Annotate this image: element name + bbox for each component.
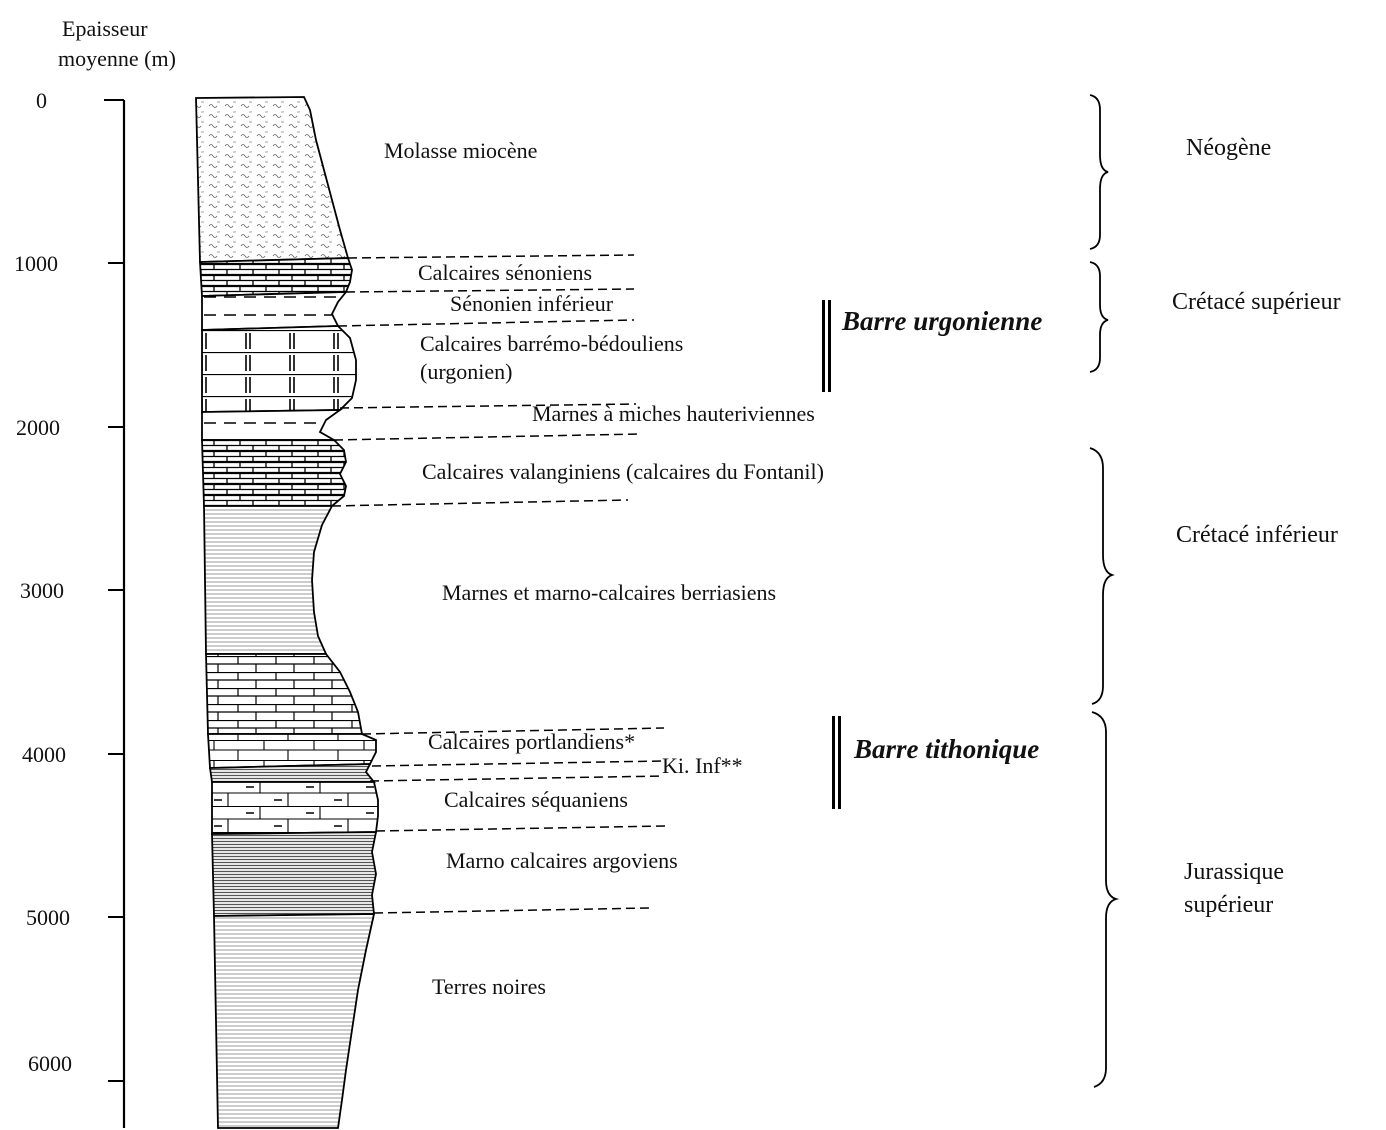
layer-label-line2: (urgonien) xyxy=(420,359,513,384)
tick-label: 4000 xyxy=(22,742,66,767)
layer-calcaires-barremo-bedouliens xyxy=(201,325,357,413)
layer-label: Marnes à miches hauteriviennes xyxy=(532,401,815,426)
boundary-line xyxy=(345,288,635,293)
layer-calcaires-valanginiens xyxy=(201,439,347,507)
period-label: Crétacé inférieur xyxy=(1176,522,1338,548)
barre-markers xyxy=(822,300,841,809)
brace-neogene xyxy=(1089,94,1109,250)
barre-tithonique-marker xyxy=(832,716,835,809)
axis-title-line1: Epaisseur xyxy=(62,16,148,41)
boundary-line xyxy=(361,727,665,735)
layer-label: Molasse miocène xyxy=(384,138,538,163)
layer-label: Calcaires sénoniens xyxy=(418,260,593,285)
period-label-line2: supérieur xyxy=(1184,892,1274,918)
layer-marno-calcaires-argoviens xyxy=(211,831,378,917)
layer-marnes-a-miches xyxy=(201,409,343,441)
boundary-line xyxy=(333,433,641,441)
tick-label: 3000 xyxy=(20,578,64,603)
layer-label: Calcaires valanginiens (calcaires du Fon… xyxy=(422,459,824,484)
depth-axis xyxy=(104,99,126,1128)
layer-terres-noires xyxy=(213,913,376,1129)
boundary-line xyxy=(337,319,635,327)
tick-label: 2000 xyxy=(16,415,60,440)
layer-label: Ki. Inf** xyxy=(662,753,743,778)
brace-jurassique-superieur xyxy=(1091,711,1120,1088)
barre-urgonienne-label: Barre urgonienne xyxy=(842,306,1043,336)
boundary-line xyxy=(375,825,667,832)
boundary-line xyxy=(371,760,665,767)
layer-label: Marno calcaires argoviens xyxy=(446,848,678,873)
boundary-line xyxy=(347,254,635,259)
tick-label: 6000 xyxy=(28,1051,72,1076)
tick-label: 1000 xyxy=(14,251,58,276)
barre-urgonienne-marker xyxy=(822,300,825,392)
axis-title-line2: moyenne (m) xyxy=(58,46,176,71)
layer-molasse-miocene xyxy=(195,96,350,263)
barre-tithonique-marker xyxy=(838,716,841,809)
layer-senonien-inferieur xyxy=(201,291,348,331)
lithologic-column xyxy=(195,96,379,1129)
boundary-lines xyxy=(331,254,667,914)
boundary-line xyxy=(373,907,651,914)
brace-cretace-inferieur xyxy=(1089,447,1115,705)
barre-tithonique-label: Barre tithonique xyxy=(854,734,1040,764)
brace-cretace-superieur xyxy=(1089,261,1109,373)
boundary-line xyxy=(369,775,665,782)
tick-label: 0 xyxy=(36,88,47,113)
period-label: Jurassique xyxy=(1184,859,1284,885)
layer-label: Calcaires barrémo-bédouliens xyxy=(420,331,684,356)
layer-ki-inf xyxy=(208,763,376,783)
layer-label: Calcaires portlandiens* xyxy=(428,729,636,754)
period-braces xyxy=(1089,94,1120,1088)
layer-calcaires-senoniens xyxy=(199,257,353,297)
layer-label: Calcaires séquaniens xyxy=(444,787,628,812)
layer-label: Terres noires xyxy=(432,974,546,999)
layer-marnes-berriasiens xyxy=(203,505,334,655)
boundary-line xyxy=(339,403,637,409)
layer-label: Sénonien inférieur xyxy=(450,291,614,316)
barre-urgonienne-marker xyxy=(828,300,831,392)
period-label: Crétacé supérieur xyxy=(1172,289,1341,315)
period-label: Néogène xyxy=(1186,135,1272,161)
tick-label: 5000 xyxy=(26,905,70,930)
boundary-line xyxy=(331,499,629,507)
layer-calcaires-tithoniques xyxy=(205,653,364,735)
layer-calcaires-portlandiens xyxy=(207,733,377,769)
layer-calcaires-sequaniens xyxy=(211,781,379,835)
layer-label: Marnes et marno-calcaires berriasiens xyxy=(442,580,777,605)
